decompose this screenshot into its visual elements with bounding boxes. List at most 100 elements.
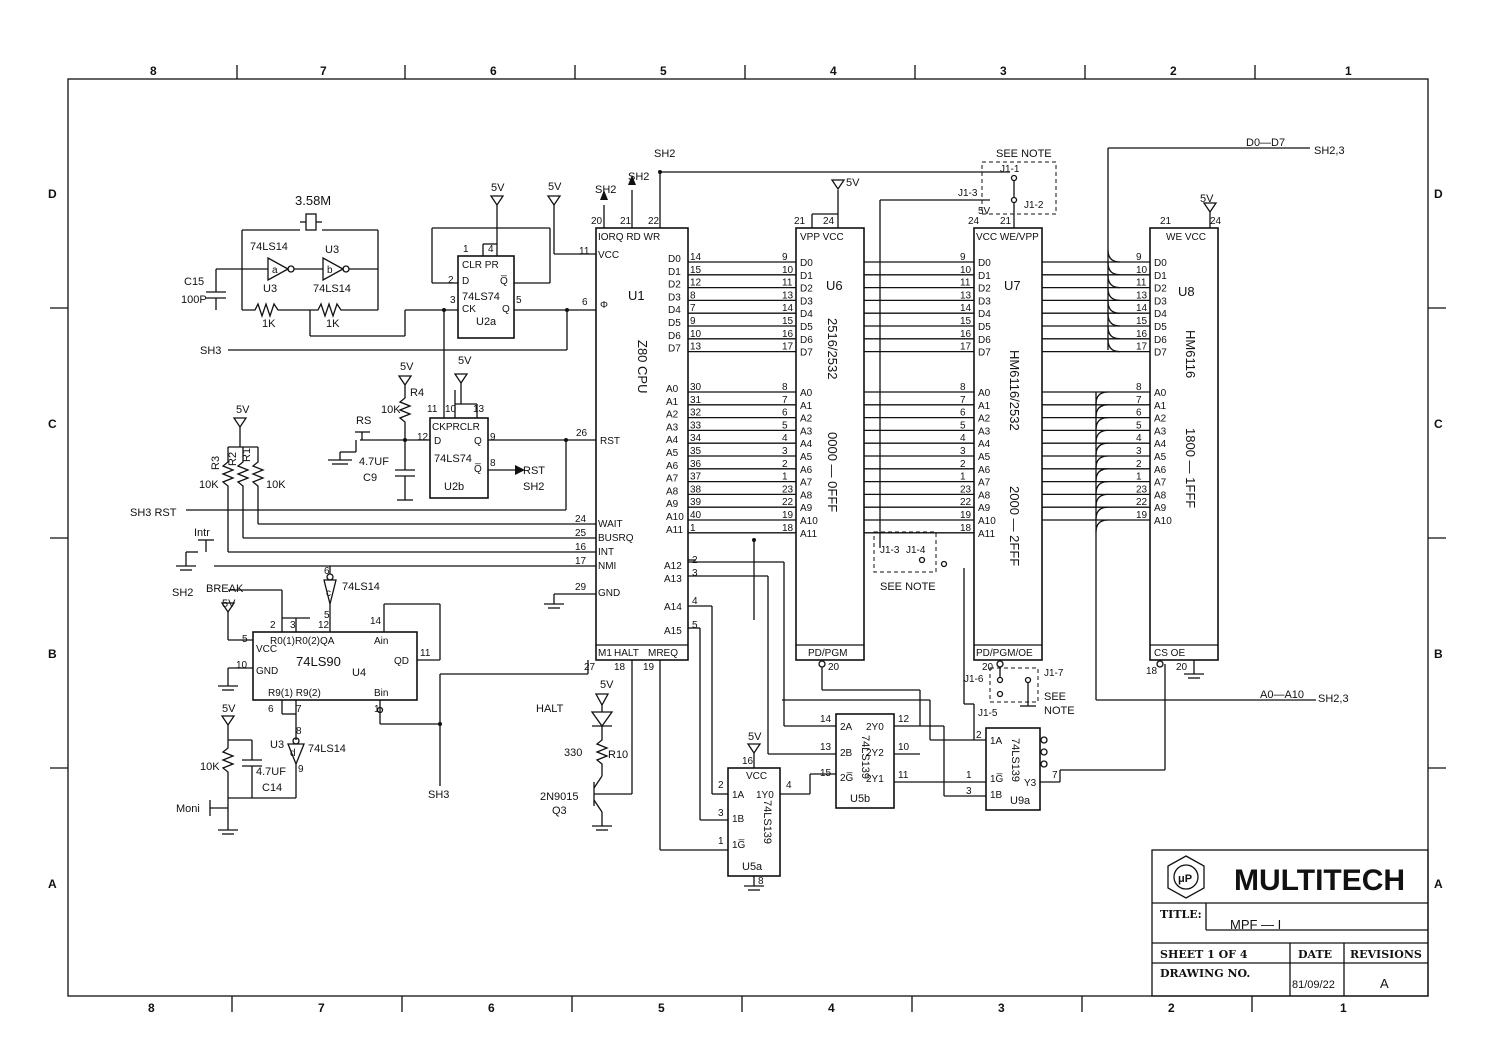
svg-text:R4: R4 xyxy=(410,387,424,399)
svg-text:11: 11 xyxy=(579,246,590,257)
memory-pin-labels: D09D110D211D313D414D515D616D717A08A17A26… xyxy=(782,252,1172,540)
svg-text:BUSRQ: BUSRQ xyxy=(598,533,634,544)
svg-text:2Y2: 2Y2 xyxy=(866,748,884,759)
svg-text:17: 17 xyxy=(575,556,587,567)
u1-data-pin-number: 8 xyxy=(690,290,696,301)
u7-data-pin-label: D5 xyxy=(978,322,991,333)
u8-addr-pin-label: A2 xyxy=(1154,414,1167,425)
u7-addr-pin-number: 6 xyxy=(960,408,966,419)
svg-text:22: 22 xyxy=(648,216,660,227)
u8-data-pin-number: 14 xyxy=(1136,303,1148,314)
zone-col-bottom: 1 xyxy=(1340,1001,1347,1015)
svg-text:2: 2 xyxy=(270,620,276,631)
u1-data-pin-number: 13 xyxy=(690,342,702,353)
u6-addr-pin-label: A7 xyxy=(800,478,813,489)
svg-text:U5b: U5b xyxy=(850,793,870,805)
svg-text:5V: 5V xyxy=(548,181,562,193)
u8-addr-pin-label: A4 xyxy=(1154,439,1167,450)
resistor-1k-a xyxy=(242,301,310,319)
svg-text:J1-3: J1-3 xyxy=(958,188,978,199)
svg-text:IORQ RD WR: IORQ RD WR xyxy=(598,232,660,243)
u7-data-pin-label: D7 xyxy=(978,348,991,359)
svg-text:Ain: Ain xyxy=(374,636,388,647)
svg-text:24: 24 xyxy=(823,216,835,227)
u8-addr-pin-label: A8 xyxy=(1154,490,1167,501)
u8-data-pin-number: 17 xyxy=(1136,342,1148,353)
u7-data-pin-number: 15 xyxy=(960,316,972,327)
svg-text:27: 27 xyxy=(584,662,596,673)
u6-data-pin-label: D6 xyxy=(800,335,813,346)
u6-data-pin-label: D5 xyxy=(800,322,813,333)
zone-col-bottom: 5 xyxy=(658,1001,665,1015)
u7-addr-pin-label: A4 xyxy=(978,439,991,450)
u1-type: Z80 CPU xyxy=(635,340,650,393)
u8-addr-pin-number: 22 xyxy=(1136,497,1148,508)
zone-col-bottom: 2 xyxy=(1168,1001,1175,1015)
svg-text:CK: CK xyxy=(462,304,476,315)
svg-text:SEE NOTE: SEE NOTE xyxy=(996,148,1052,160)
zone-row-left: A xyxy=(48,877,57,891)
svg-text:20: 20 xyxy=(828,662,840,673)
a0a10-label: A0—A10 xyxy=(1260,689,1304,701)
svg-text:5V: 5V xyxy=(491,182,505,194)
u1-addr-pin-number: 40 xyxy=(690,510,702,521)
zone-row-right: C xyxy=(1434,417,1443,431)
r1k-b-label: 1K xyxy=(326,318,340,330)
u2a-type: 74LS74 xyxy=(462,291,500,303)
svg-text:12: 12 xyxy=(417,432,429,443)
u6-addr-pin-number: 3 xyxy=(782,446,788,457)
u8-addr-pin-number: 2 xyxy=(1136,459,1142,470)
zone-col-bottom: 3 xyxy=(998,1001,1005,1015)
u6-data-pin-number: 16 xyxy=(782,329,794,340)
u1-addr-pin-number: 32 xyxy=(690,408,702,419)
u2a-ref: U2a xyxy=(476,316,497,328)
svg-text:VCC: VCC xyxy=(256,644,277,655)
u1-data-pin-label: D2 xyxy=(668,280,681,291)
svg-text:J1-4: J1-4 xyxy=(906,545,926,556)
u6-addr-pin-number: 19 xyxy=(782,510,794,521)
u7-data-pin-label: D4 xyxy=(978,309,991,320)
u8-addr-pin-label: A1 xyxy=(1154,401,1167,412)
u7-addr-pin-label: A5 xyxy=(978,452,991,463)
u1-data-pin-label: D1 xyxy=(668,267,681,278)
u6-addr-pin-label: A5 xyxy=(800,452,813,463)
sh23-top: SH2,3 xyxy=(1314,145,1345,157)
u1-data-pin-number: 7 xyxy=(690,303,696,314)
svg-text:d: d xyxy=(290,748,296,759)
svg-text:3: 3 xyxy=(450,295,456,306)
svg-text:10K: 10K xyxy=(266,479,286,491)
svg-text:2Y0: 2Y0 xyxy=(866,722,884,733)
zone-row-left: B xyxy=(48,647,57,661)
svg-text:21: 21 xyxy=(1160,216,1172,227)
inv1-type: 74LS14 xyxy=(250,241,288,253)
u6-addr-pin-number: 1 xyxy=(782,472,788,483)
u1-addr-pin-label: A1 xyxy=(666,397,679,408)
jumpers: SEE NOTE J1-1 J1-2 J1-3 5V J1-3 J1-4 SEE… xyxy=(873,148,1075,719)
u8-addr-pin-number: 8 xyxy=(1136,382,1142,393)
u6-range: 0000 — 0FFF xyxy=(825,432,840,512)
u6-addr-pin-label: A9 xyxy=(800,503,813,514)
svg-text:1A: 1A xyxy=(990,736,1003,747)
u8-addr-pin-label: A6 xyxy=(1154,465,1167,476)
svg-text:WE VCC: WE VCC xyxy=(1166,232,1206,243)
u8-addr-pin-number: 5 xyxy=(1136,420,1142,431)
svg-text:2G̅: 2G̅ xyxy=(840,772,854,784)
svg-text:24: 24 xyxy=(575,514,587,525)
svg-text:b: b xyxy=(327,265,333,276)
u6-data-pin-number: 11 xyxy=(782,278,793,289)
u8-addr-pin-label: A10 xyxy=(1154,516,1172,527)
svg-text:10: 10 xyxy=(445,404,457,415)
revision-value: A xyxy=(1380,976,1389,991)
svg-text:18: 18 xyxy=(1146,666,1158,677)
svg-text:2: 2 xyxy=(448,275,454,286)
u8-addr-pin-number: 7 xyxy=(1136,395,1142,406)
u1-addr-pin-label: A7 xyxy=(666,474,679,485)
svg-text:GND: GND xyxy=(598,588,620,599)
u7-addr-pin-label: A3 xyxy=(978,426,991,437)
u7-data-pin-label: D3 xyxy=(978,296,991,307)
svg-text:25: 25 xyxy=(575,528,587,539)
svg-text:1A: 1A xyxy=(732,790,745,801)
u6-data-pin-number: 9 xyxy=(782,252,788,263)
zone-row-left: D xyxy=(48,187,57,201)
